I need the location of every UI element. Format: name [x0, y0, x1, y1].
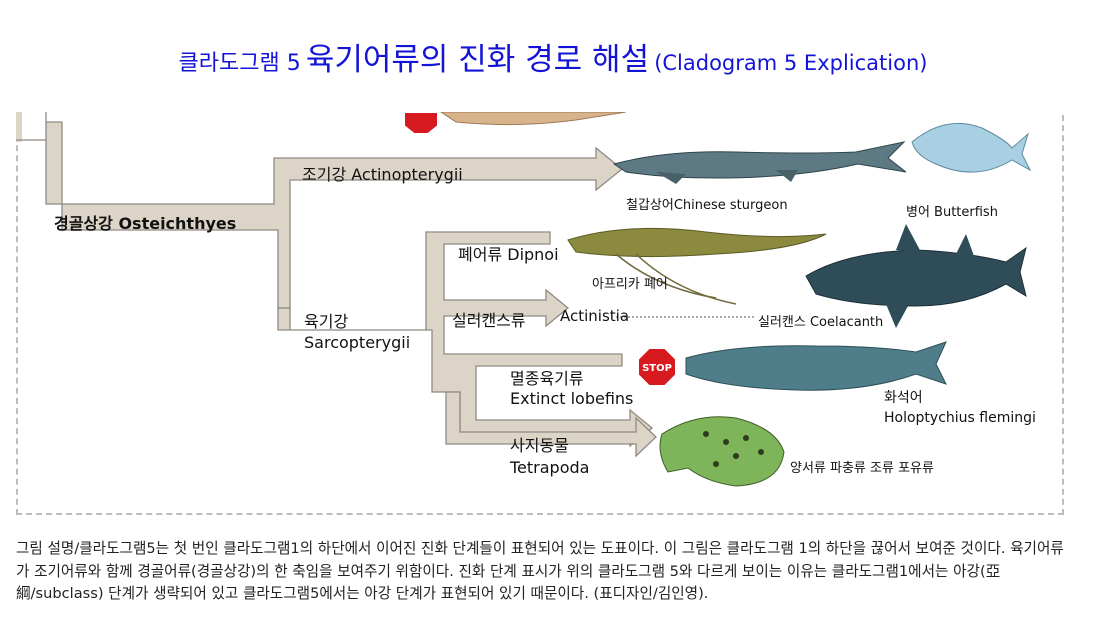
label-osteichthyes: 경골상강 Osteichthyes	[54, 214, 237, 233]
holoptychius-icon	[685, 341, 947, 391]
label-actinistia-kr: 실러캔스류	[452, 311, 526, 330]
branch-lines	[16, 112, 657, 458]
title-prefix: 클라도그램 5	[178, 51, 301, 76]
stop-sign-extinct: STOP	[637, 347, 677, 387]
label-sarcopterygii-kr: 육기강	[304, 312, 349, 331]
sturgeon-icon	[612, 141, 907, 184]
title-main: 육기어류의 진화 경로 해설	[305, 42, 650, 78]
label-tetrapods: 양서류 파충류 조류 포유류	[790, 461, 934, 476]
label-actinopterygii: 조기강 Actinopterygii	[302, 165, 463, 184]
lungfish-icon	[567, 227, 827, 305]
label-lungfish: 아프리카 폐어	[592, 277, 668, 292]
label-tetrapoda-en: Tetrapoda	[510, 458, 590, 477]
stop-sign-top	[403, 112, 439, 135]
label-coelacanth: 실러캔스 Coelacanth	[758, 315, 884, 330]
label-holoptychius-kr: 화석어	[884, 390, 923, 406]
figure-caption: 그림 설명/클라도그램5는 첫 번인 클라도그램1의 하단에서 이어진 진화 단…	[16, 540, 1064, 602]
label-tetrapoda-kr: 사지동물	[510, 436, 569, 455]
page-title: 클라도그램 5 육기어류의 진화 경로 해설 (Cladogram 5 Expl…	[0, 34, 1106, 79]
label-sturgeon: 철갑상어Chinese sturgeon	[626, 198, 788, 213]
cladogram-diagram: STOP	[16, 112, 1032, 487]
label-butterfish: 병어 Butterfish	[906, 205, 998, 220]
label-extinct-kr: 멸종육기류	[510, 369, 584, 388]
top-fish-icon	[440, 112, 627, 126]
butterfish-icon	[911, 122, 1032, 173]
coelacanth-icon	[805, 224, 1027, 328]
title-suffix: (Cladogram 5 Explication)	[654, 51, 928, 75]
label-sarcopterygii-en: Sarcopterygii	[304, 333, 411, 352]
label-actinistia-en: Actinistia	[560, 307, 630, 325]
label-dipnoi: 폐어류 Dipnoi	[458, 245, 559, 264]
frog-icon	[659, 416, 785, 487]
label-extinct-en: Extinct lobefins	[510, 389, 634, 408]
label-holoptychius-en: Holoptychius flemingi	[884, 410, 1036, 426]
stop-sign-label: STOP	[642, 363, 672, 374]
